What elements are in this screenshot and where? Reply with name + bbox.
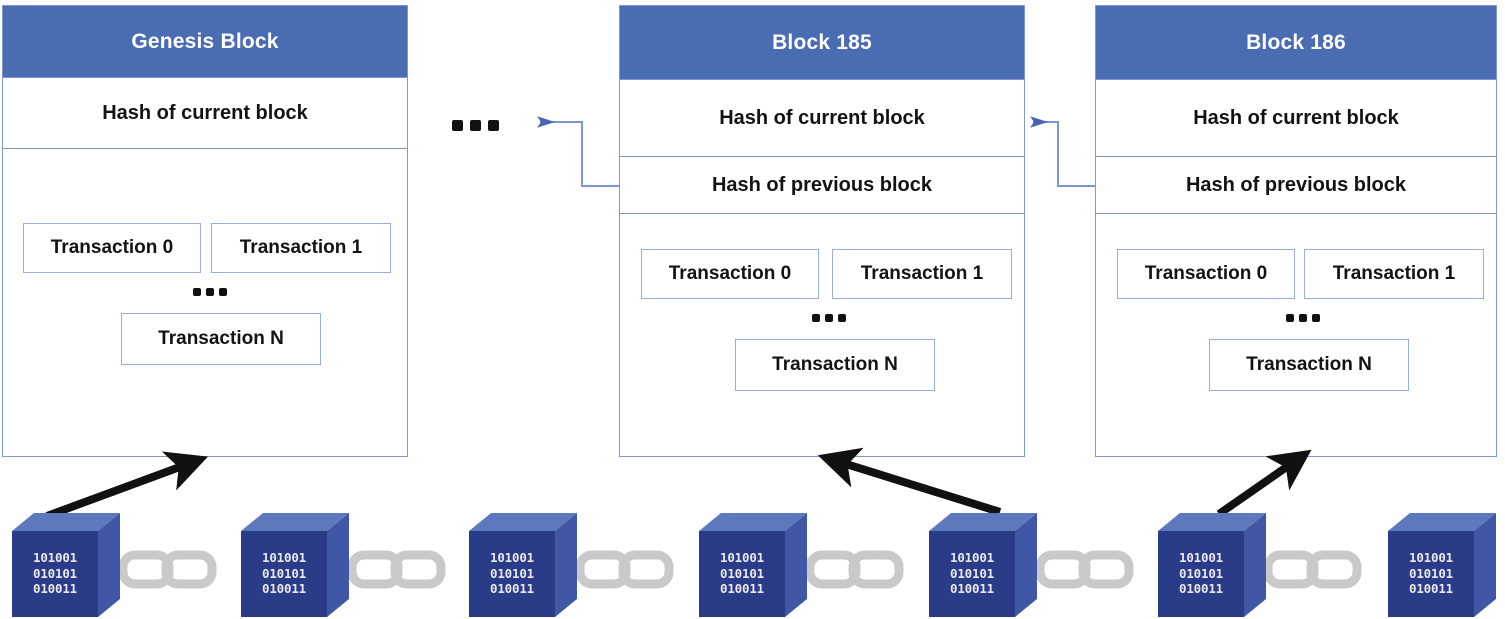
cube-binary-line-1: 101001 (1409, 549, 1453, 565)
cube-3d-shape-icon (469, 513, 577, 617)
cube-binary-line-3: 010011 (33, 581, 77, 597)
cube-binary-text: 101001 010101 010011 (929, 531, 1015, 617)
transaction-box-0-186[interactable]: Transaction 0 (1117, 249, 1295, 299)
cube-binary-line-1: 101001 (490, 549, 534, 565)
ellipsis-dot (193, 288, 201, 296)
cube-binary-line-1: 101001 (950, 549, 994, 565)
cube-binary-line-2: 010101 (720, 565, 764, 581)
hash-current-row-186: Hash of current block (1096, 79, 1496, 157)
transaction-box-n-185[interactable]: Transaction N (735, 339, 935, 391)
hash-current-row-genesis: Hash of current block (3, 77, 407, 149)
cube-binary-line-1: 101001 (1179, 549, 1223, 565)
ellipsis-dot (452, 120, 463, 131)
blocks-continue-ellipsis (452, 120, 499, 131)
transaction-box-1-genesis[interactable]: Transaction 1 (211, 223, 391, 273)
cube-binary-line-3: 010011 (1409, 581, 1453, 597)
cube-binary-line-2: 010101 (490, 565, 534, 581)
hash-previous-row-186: Hash of previous block (1096, 157, 1496, 214)
connector-186-to-185 (1030, 116, 1095, 187)
block-title-186: Block 186 (1096, 6, 1496, 79)
chain-cube-5[interactable]: 101001 010101 010011 (929, 513, 1037, 617)
block-title-185: Block 185 (620, 6, 1024, 79)
cube-binary-line-2: 010101 (1409, 565, 1453, 581)
transaction-box-1-185[interactable]: Transaction 1 (832, 249, 1012, 299)
connector-185-to-genesis (537, 116, 619, 187)
ellipsis-dot (838, 314, 846, 322)
cube-binary-line-2: 010101 (950, 565, 994, 581)
block-card-186[interactable]: Block 186 Hash of current block Hash of … (1095, 5, 1497, 457)
transaction-area-185: Transaction 0 Transaction 1 Transaction … (620, 214, 1024, 619)
cube-binary-text: 101001 010101 010011 (699, 531, 785, 617)
cube-binary-line-2: 010101 (33, 565, 77, 581)
cube-binary-line-1: 101001 (33, 549, 77, 565)
block-title-genesis: Genesis Block (3, 6, 407, 77)
transaction-box-0-genesis[interactable]: Transaction 0 (23, 223, 201, 273)
chain-cube-7[interactable]: 101001 010101 010011 (1388, 513, 1496, 617)
ellipsis-dot (825, 314, 833, 322)
cube-binary-line-3: 010011 (262, 581, 306, 597)
cube-binary-line-2: 010101 (262, 565, 306, 581)
cube-binary-text: 101001 010101 010011 (12, 531, 98, 617)
ellipsis-dot (488, 120, 499, 131)
transaction-box-0-185[interactable]: Transaction 0 (641, 249, 819, 299)
cube-3d-shape-icon (1158, 513, 1266, 617)
ellipsis-dot (1299, 314, 1307, 322)
cube-binary-line-1: 101001 (262, 549, 306, 565)
cube-binary-line-3: 010011 (490, 581, 534, 597)
ellipsis-dot (812, 314, 820, 322)
transaction-ellipsis-genesis (193, 288, 227, 296)
transaction-box-1-186[interactable]: Transaction 1 (1304, 249, 1484, 299)
block-card-genesis[interactable]: Genesis Block Hash of current block Tran… (2, 5, 408, 457)
ellipsis-dot (1312, 314, 1320, 322)
cube-3d-shape-icon (241, 513, 349, 617)
transaction-box-n-186[interactable]: Transaction N (1209, 339, 1409, 391)
cube-binary-line-3: 010011 (720, 581, 764, 597)
ellipsis-dot (219, 288, 227, 296)
cube-3d-shape-icon (1388, 513, 1496, 617)
chain-cube-2[interactable]: 101001 010101 010011 (241, 513, 349, 617)
chain-cube-3[interactable]: 101001 010101 010011 (469, 513, 577, 617)
chain-cube-6[interactable]: 101001 010101 010011 (1158, 513, 1266, 617)
block-card-185[interactable]: Block 185 Hash of current block Hash of … (619, 5, 1025, 457)
cube-binary-line-3: 010011 (950, 581, 994, 597)
transaction-box-n-genesis[interactable]: Transaction N (121, 313, 321, 365)
ellipsis-dot (1286, 314, 1294, 322)
hash-previous-row-185: Hash of previous block (620, 157, 1024, 214)
transaction-ellipsis-185 (812, 314, 846, 322)
ellipsis-dot (470, 120, 481, 131)
cube-binary-text: 101001 010101 010011 (1388, 531, 1474, 617)
transaction-area-genesis: Transaction 0 Transaction 1 Transaction … (3, 149, 407, 599)
cube-binary-text: 101001 010101 010011 (469, 531, 555, 617)
cube-binary-line-2: 010101 (1179, 565, 1223, 581)
ellipsis-dot (206, 288, 214, 296)
cube-3d-shape-icon (699, 513, 807, 617)
cube-binary-line-1: 101001 (720, 549, 764, 565)
cube-3d-shape-icon (12, 513, 120, 617)
chain-cube-1[interactable]: 101001 010101 010011 (12, 513, 120, 617)
cube-binary-line-3: 010011 (1179, 581, 1223, 597)
cube-binary-text: 101001 010101 010011 (241, 531, 327, 617)
chain-cube-4[interactable]: 101001 010101 010011 (699, 513, 807, 617)
hash-current-row-185: Hash of current block (620, 79, 1024, 157)
transaction-ellipsis-186 (1286, 314, 1320, 322)
cube-binary-text: 101001 010101 010011 (1158, 531, 1244, 617)
transaction-area-186: Transaction 0 Transaction 1 Transaction … (1096, 214, 1496, 619)
cube-3d-shape-icon (929, 513, 1037, 617)
chain-link-icon (1035, 550, 1091, 589)
